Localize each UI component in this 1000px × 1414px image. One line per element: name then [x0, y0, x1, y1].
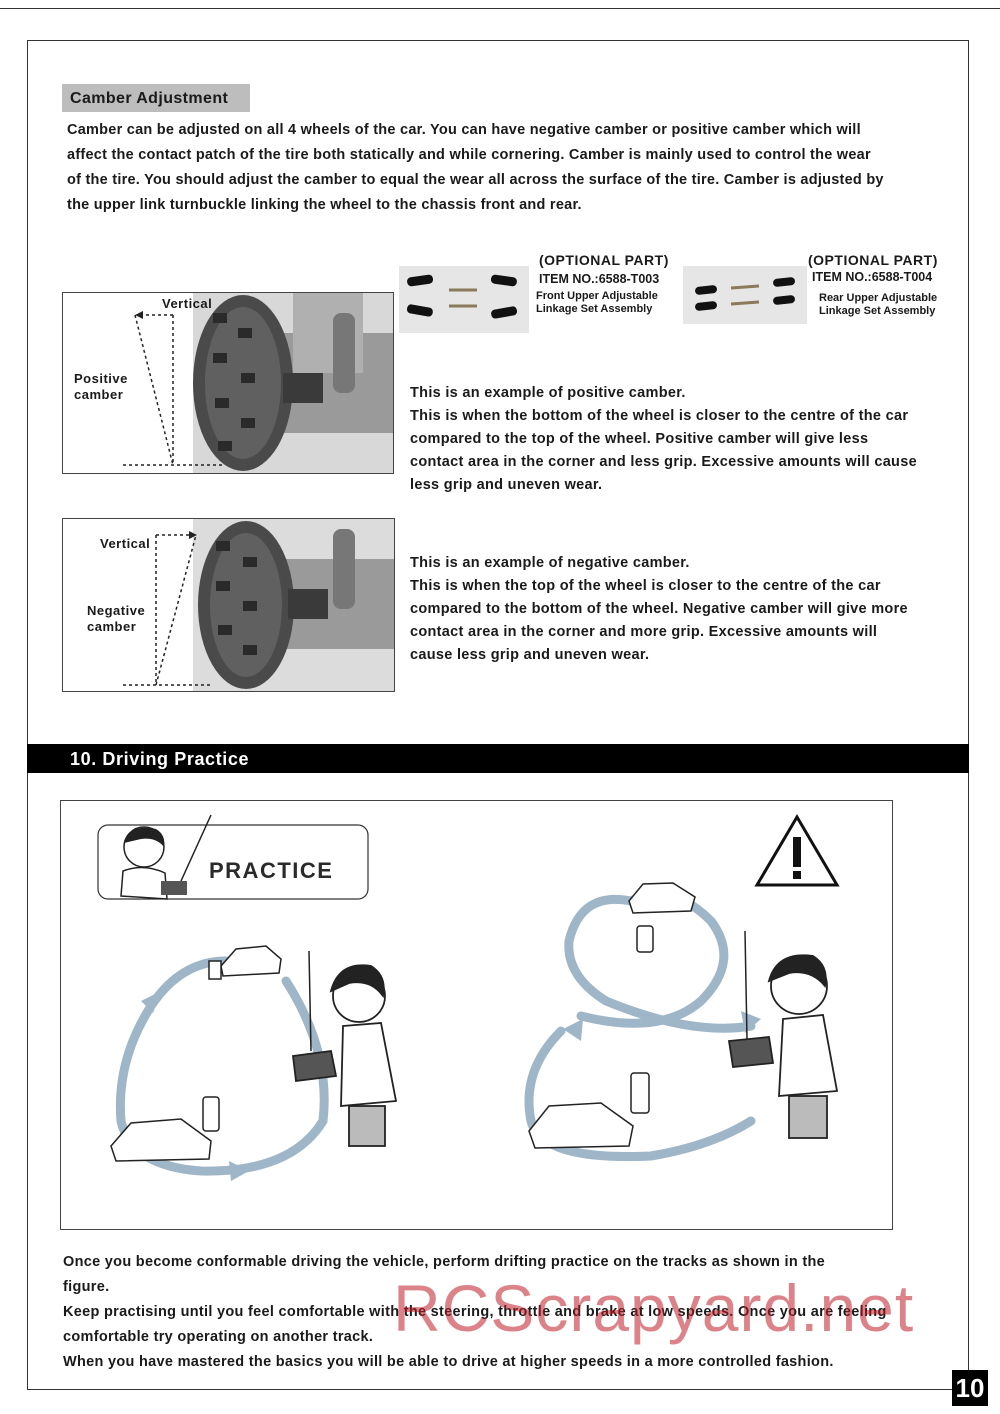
camber-intro: Camber can be adjusted on all 4 wheels o… [67, 118, 962, 218]
text-line: figure. [63, 1279, 110, 1295]
intro-line: the upper link turnbuckle linking the wh… [67, 197, 582, 213]
part-desc-line: Linkage Set Assembly [536, 303, 653, 315]
vertical-label: Vertical [100, 536, 151, 551]
negative-camber-diagram: Vertical Negative camber [62, 518, 395, 692]
text-line: This is when the top of the wheel is clo… [410, 578, 881, 594]
text-line: This is an example of negative camber. [410, 555, 690, 571]
intro-line: affect the contact patch of the tire bot… [67, 147, 871, 163]
text-line: contact area in the corner and less grip… [410, 454, 917, 470]
item-number: ITEM NO.:6588-T004 [812, 270, 933, 284]
camber-heading: Camber Adjustment [70, 90, 229, 107]
rear-linkage-photo [683, 266, 807, 324]
top-rule [0, 8, 1000, 9]
camber-label-line: Negative [87, 603, 146, 618]
linkage-parts-illustration [695, 277, 795, 311]
intro-line: of the tire. You should adjust the cambe… [67, 172, 884, 188]
text-line: Once you become conformable driving the … [63, 1254, 825, 1270]
camber-label-line: camber [87, 619, 137, 634]
part-desc-line: Linkage Set Assembly [819, 305, 936, 317]
linkage-parts-illustration [406, 274, 518, 319]
optional-heading: (OPTIONAL PART) [539, 252, 669, 268]
text-line: When you have mastered the basics you wi… [63, 1354, 834, 1370]
text-line: compared to the bottom of the wheel. Neg… [410, 601, 908, 617]
part-desc-line: Rear Upper Adjustable [819, 292, 938, 304]
page-number: 10 [952, 1370, 988, 1406]
optional-part-rear: (OPTIONAL PART) ITEM NO.:6588-T004 Rear … [808, 252, 958, 318]
positive-camber-diagram: Vertical Positive camber [62, 292, 394, 474]
practice-label: PRACTICE [209, 858, 334, 883]
camber-heading-tag: Camber Adjustment [62, 84, 250, 112]
text-line: cause less grip and uneven wear. [410, 647, 650, 663]
text-line: less grip and uneven wear. [410, 477, 603, 493]
intro-line: Camber can be adjusted on all 4 wheels o… [67, 122, 861, 138]
driving-practice-text: Once you become conformable driving the … [63, 1250, 943, 1375]
part-desc-line: Front Upper Adjustable [536, 290, 658, 302]
driving-practice-illustration: PRACTICE [60, 800, 893, 1230]
practice-track-drawing [97, 814, 840, 1181]
vertical-label: Vertical [162, 296, 213, 311]
negative-camber-photo [123, 519, 394, 691]
positive-camber-text: This is an example of positive camber. T… [410, 382, 970, 497]
section-title: 10. Driving Practice [70, 749, 250, 769]
text-line: comfortable try operating on another tra… [63, 1329, 374, 1345]
front-linkage-photo [399, 266, 529, 333]
page-frame [27, 40, 969, 1390]
positive-camber-photo [123, 293, 393, 473]
negative-camber-text: This is an example of negative camber. T… [410, 552, 970, 667]
camber-label: Positive camber [74, 371, 128, 403]
text-line: This is an example of positive camber. [410, 385, 686, 401]
text-line: Keep practising until you feel comfortab… [63, 1304, 887, 1320]
camber-label-line: Positive [74, 371, 128, 386]
optional-heading: (OPTIONAL PART) [808, 252, 938, 268]
section-header-bar: 10. Driving Practice [27, 744, 969, 773]
text-line: This is when the bottom of the wheel is … [410, 408, 909, 424]
optional-part-front: (OPTIONAL PART) ITEM NO.:6588-T003 Front… [536, 252, 686, 316]
watermark: RCScrapyard.net [393, 1271, 915, 1345]
text-line: contact area in the corner and more grip… [410, 624, 878, 640]
camber-label-line: camber [74, 387, 124, 402]
camber-label: Negative camber [87, 603, 145, 635]
item-number: ITEM NO.:6588-T003 [539, 272, 660, 286]
text-line: compared to the top of the wheel. Positi… [410, 431, 869, 447]
